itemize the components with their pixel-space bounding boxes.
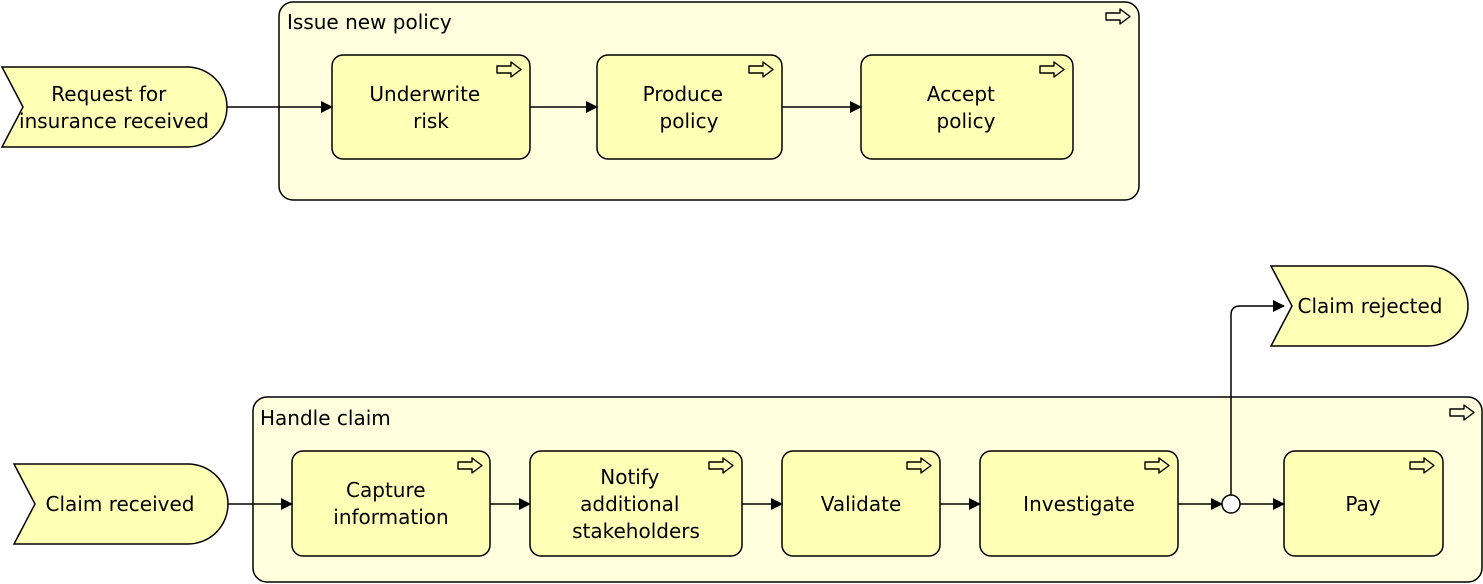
process-accept-policy[interactable]: Accept policy xyxy=(860,54,1074,160)
event-claim-rejected[interactable]: Claim rejected xyxy=(1269,265,1469,347)
group-issue-new-policy-title: Issue new policy xyxy=(287,10,452,34)
process-label: Capture information xyxy=(333,478,448,529)
junction-node[interactable] xyxy=(1221,494,1241,514)
process-icon xyxy=(748,61,774,78)
event-label-line: Request for xyxy=(51,82,167,106)
process-icon xyxy=(1039,61,1065,78)
process-label-line: Underwrite xyxy=(369,82,480,106)
event-request-for-insurance-received[interactable]: Request for insurance received xyxy=(0,66,228,148)
process-icon xyxy=(1144,457,1170,474)
process-icon xyxy=(906,457,932,474)
process-icon xyxy=(1449,404,1475,421)
connectors xyxy=(227,101,1285,510)
process-label: Notify additional stakeholders xyxy=(572,465,700,543)
process-label-line: stakeholders xyxy=(572,519,700,543)
process-pay[interactable]: Pay xyxy=(1283,450,1444,557)
event-label-line: Claim rejected xyxy=(1298,294,1443,318)
process-underwrite-risk[interactable]: Underwrite risk xyxy=(331,54,531,160)
process-label-line: Accept xyxy=(927,82,995,106)
process-label-line: policy xyxy=(937,109,996,133)
process-label: Produce policy xyxy=(643,82,730,133)
connector-junction-to-claim-rejected[interactable] xyxy=(1230,300,1285,495)
process-label-line: additional xyxy=(580,492,679,516)
event-claim-received[interactable]: Claim received xyxy=(12,463,229,545)
process-icon xyxy=(1105,8,1131,25)
process-label-line: risk xyxy=(413,109,449,133)
event-label-line: insurance received xyxy=(19,109,209,133)
process-label: Accept policy xyxy=(927,82,1002,133)
event-label-line: Claim received xyxy=(46,492,195,516)
process-label-line: Pay xyxy=(1345,492,1380,516)
process-label-line: Capture xyxy=(346,478,426,502)
process-icon xyxy=(708,457,734,474)
process-produce-policy[interactable]: Produce policy xyxy=(596,54,783,160)
event-label: Request for insurance received xyxy=(19,82,209,133)
process-label-line: policy xyxy=(660,109,719,133)
process-validate[interactable]: Validate xyxy=(781,450,941,557)
process-label-line: Produce xyxy=(643,82,723,106)
process-label-line: Notify xyxy=(600,465,659,489)
process-icon xyxy=(457,457,483,474)
process-label: Validate xyxy=(821,492,902,516)
process-label: Underwrite risk xyxy=(369,82,486,133)
process-label-line: information xyxy=(333,505,448,529)
event-label: Claim rejected xyxy=(1298,294,1443,318)
process-icon xyxy=(1409,457,1435,474)
process-label-line: Validate xyxy=(821,492,902,516)
event-label: Claim received xyxy=(46,492,195,516)
process-capture-information[interactable]: Capture information xyxy=(291,450,491,557)
process-investigate[interactable]: Investigate xyxy=(979,450,1179,557)
group-handle-claim-title: Handle claim xyxy=(260,406,391,430)
process-label: Investigate xyxy=(1023,492,1135,516)
process-notify-additional-stakeholders[interactable]: Notify additional stakeholders xyxy=(529,450,743,557)
process-icon xyxy=(496,61,522,78)
process-label: Pay xyxy=(1345,492,1380,516)
process-label-line: Investigate xyxy=(1023,492,1135,516)
